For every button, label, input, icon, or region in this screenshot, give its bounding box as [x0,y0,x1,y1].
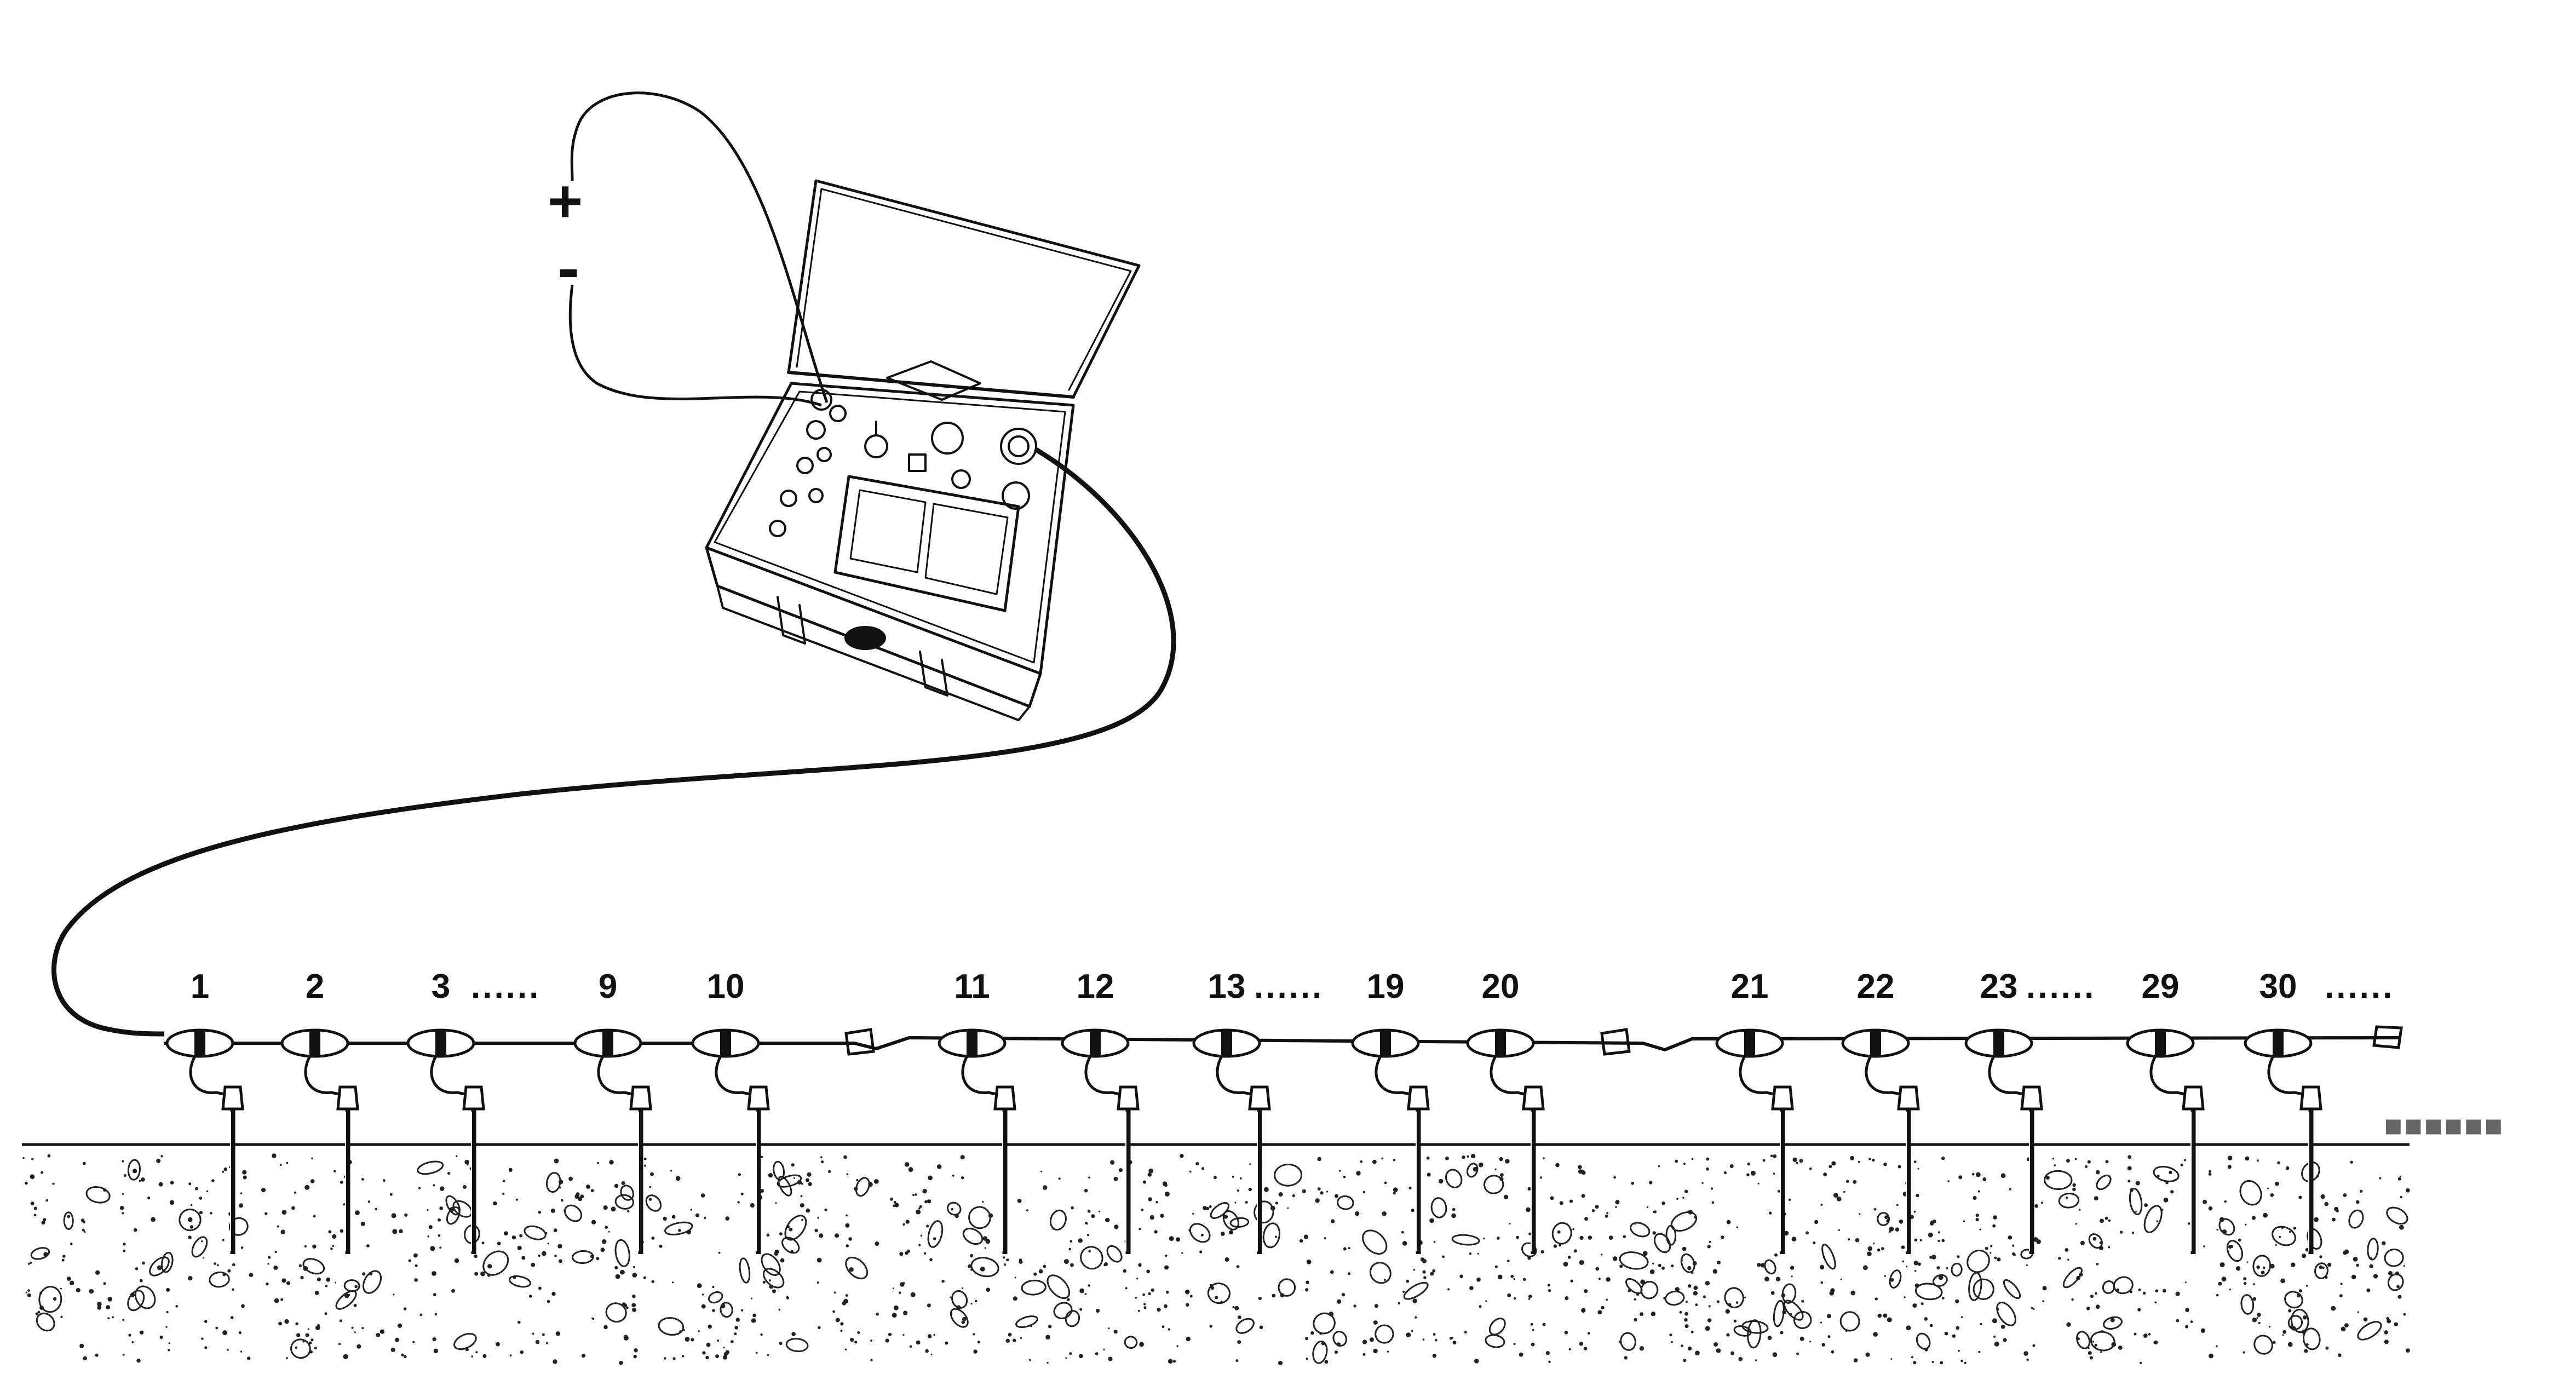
electrode-unit: 23 [1964,968,2043,1254]
takeout-band [1380,1030,1391,1056]
jumper-wire [189,1054,231,1097]
main-cable [51,447,1176,1037]
electrode-number-label: 11 [954,968,990,1005]
resistivity-meter-box [705,179,1141,721]
jumper-wire [1988,1054,2029,1097]
jumper-wire [1865,1054,1906,1097]
electrode-gap-ellipsis: ...... [2325,968,2394,1005]
electrode-clip [1248,1085,1271,1111]
electrode-unit: 10 [691,968,770,1254]
electrode-clip [629,1085,652,1111]
takeout-band [1870,1030,1881,1056]
electrode-number-label: 9 [599,968,617,1005]
jumper-wire [1739,1054,1780,1097]
electrode-unit: 20 [1466,968,1545,1254]
jumper-wire [1216,1054,1257,1097]
electrode-number-label: 13 [1208,968,1246,1005]
cable-joint-connector [1600,1028,1631,1056]
electrode-clip [462,1085,485,1111]
electrode-clip [2299,1085,2322,1111]
electrode-unit: 3 [406,968,485,1254]
electrode-number-label: 30 [2259,968,2297,1005]
takeout-band [1993,1030,2004,1056]
electrode-number-label: 23 [1980,968,2018,1005]
electrode-unit: 12 [1061,968,1140,1254]
takeout-band [1495,1030,1506,1056]
takeout-band [194,1030,205,1056]
electrode-unit: 22 [1841,968,1920,1254]
electrode-clip [1897,1085,1920,1111]
electrode-unit: 2 [280,968,359,1254]
jumper-wire [430,1054,472,1097]
electrode-clip [1771,1085,1794,1111]
takeout-band [720,1030,731,1056]
electrode-unit: 13 [1192,968,1271,1254]
jumper-wire [1375,1054,1416,1097]
jumper-wire [961,1054,1003,1097]
electrode-unit: 19 [1351,968,1430,1254]
meter-handle-hole [844,626,886,650]
electrode-number-label: 2 [306,968,324,1005]
electrode-unit: 9 [573,968,652,1254]
electrode-clip [336,1085,359,1111]
continuation-marker: ▪▪▪▪▪▪ [2383,1107,2504,1142]
jumper-wire [2149,1054,2191,1097]
jumper-wire [304,1054,346,1097]
jumper-wire [1490,1054,1531,1097]
negative-terminal-label: - [557,231,579,304]
meter-lid [787,179,1141,399]
cable-end-connector [2372,1025,2403,1049]
electrode-number-label: 12 [1077,968,1114,1005]
electrode-number-label: 1 [191,968,209,1005]
takeout-band [602,1030,613,1056]
jumper-wire [1084,1054,1126,1097]
electrode-unit: 29 [2126,968,2205,1254]
meter-panel [705,382,1075,675]
meter-knobs [769,389,1037,537]
electrode-number-label: 20 [1482,968,1520,1005]
takeout-band [309,1030,320,1056]
electrode-number-label: 29 [2142,968,2180,1005]
electrode-unit: 21 [1715,968,1794,1254]
electrode-gap-ellipsis: ...... [471,968,540,1005]
jumper-wire [597,1054,639,1097]
electrode-clip [747,1085,770,1111]
takeout-band [1744,1030,1755,1056]
jumper-wire [715,1054,756,1097]
electrode-unit: 1 [165,968,244,1254]
electrode-number-label: 19 [1367,968,1405,1005]
electrode-number-label: 3 [432,968,450,1005]
positive-terminal-label: + [548,168,583,235]
electrode-number-label: 21 [1731,968,1769,1005]
meter-display-frame [833,475,1020,612]
electrode-clip [2182,1085,2205,1111]
electrode-unit: 30 [2244,968,2322,1254]
takeout-band [2155,1030,2166,1056]
electrode-number-label: 10 [707,968,745,1005]
takeout-band [2273,1030,2284,1056]
takeout-band [967,1030,978,1056]
cable-joint-connector [844,1028,875,1056]
takeout-band [435,1030,446,1056]
soil-texture [22,1153,2410,1366]
electrode-clip [1407,1085,1430,1111]
takeout-band [1090,1030,1101,1056]
electrode-number-label: 22 [1857,968,1895,1005]
electrode-clip [993,1085,1016,1111]
jumper-wire [2267,1054,2309,1097]
electrode-unit: 11 [938,968,1016,1254]
power-cable [568,91,829,407]
electrode-clip [2020,1085,2043,1111]
takeout-band [1221,1030,1232,1056]
electrode-clip [221,1085,244,1111]
electrode-gap-ellipsis: ...... [2026,968,2096,1005]
electrode-cable [164,1036,2399,1052]
ground [22,1143,2410,1366]
electrode-gap-ellipsis: ...... [1254,968,1324,1005]
electrode-clip [1522,1085,1545,1111]
electrode-clip [1117,1085,1140,1111]
